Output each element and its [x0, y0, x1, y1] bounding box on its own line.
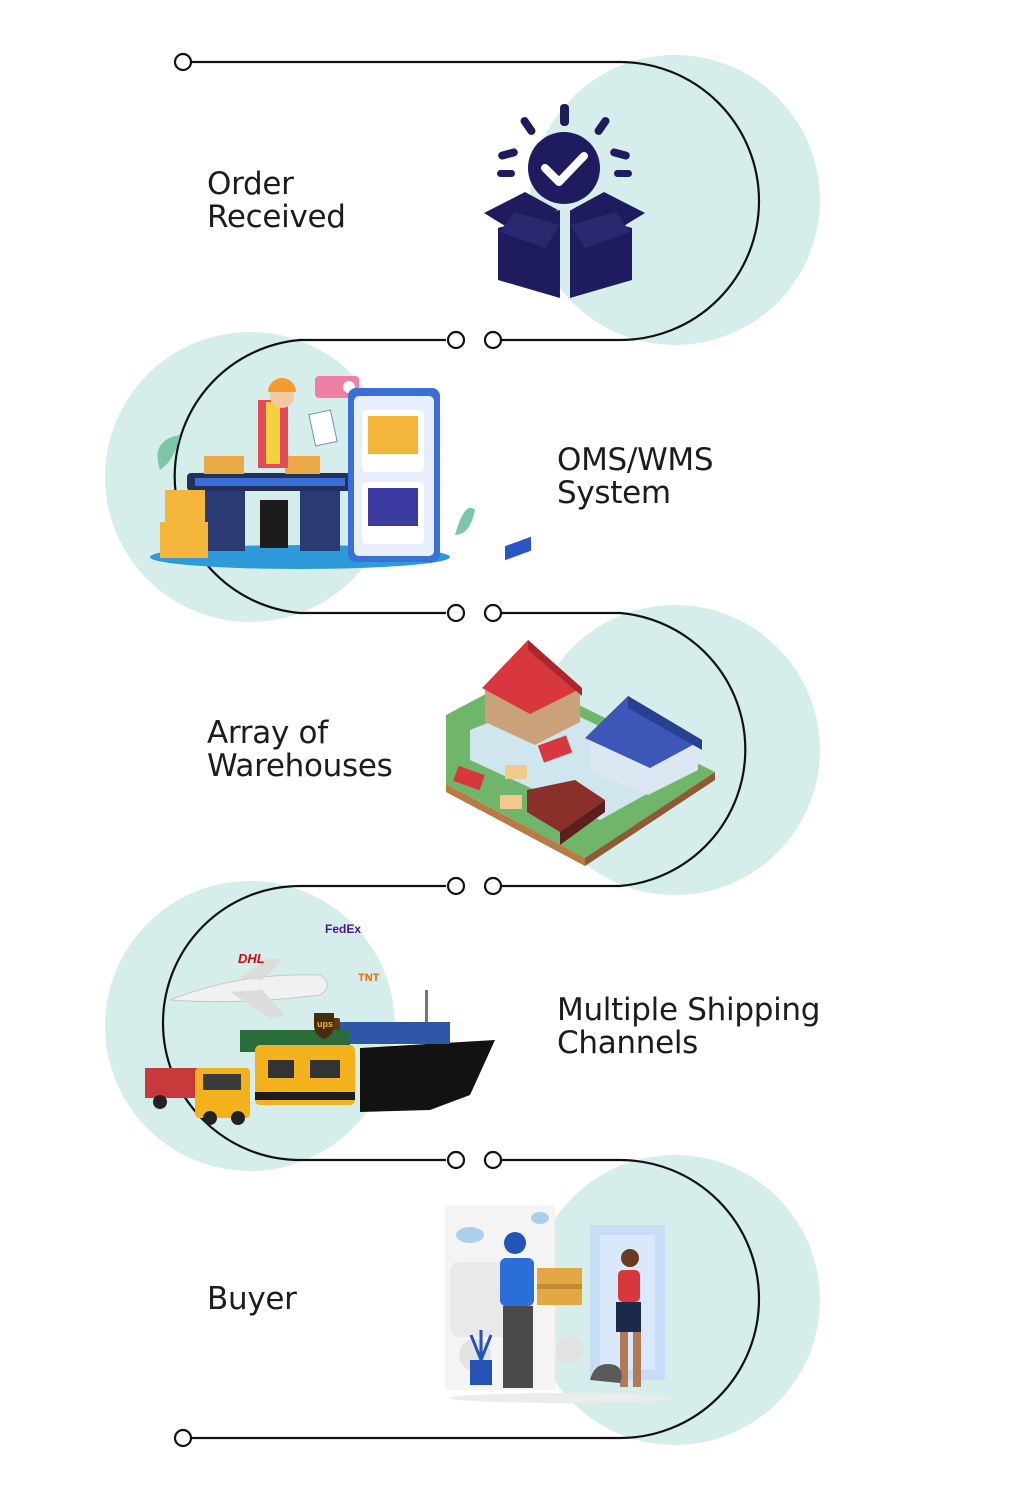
- ups-shield: [314, 1013, 334, 1039]
- step-label-order-received: Order Received: [207, 168, 346, 234]
- connector-lines: [161, 60, 761, 1440]
- courier-delivery-illustration: [445, 1205, 670, 1403]
- connector-4: [161, 884, 446, 1162]
- fedex-logo: FedEx: [325, 922, 361, 936]
- node: [446, 330, 466, 350]
- open-box-checkmark-icon: [484, 104, 645, 298]
- connector-nodes: [173, 52, 503, 1448]
- step-4-line-1: Multiple Shipping: [557, 992, 821, 1028]
- step-5-line-1: Buyer: [207, 1281, 297, 1317]
- node: [483, 1150, 503, 1170]
- step-label-buyer: Buyer: [207, 1283, 297, 1316]
- step-label-shipping: Multiple Shipping Channels: [557, 994, 820, 1060]
- node: [446, 1150, 466, 1170]
- carrier-logos: FedEx DHL TNT ups: [238, 922, 380, 1039]
- step-3-line-1: Array of: [207, 715, 328, 751]
- connector-3: [502, 611, 747, 888]
- node: [446, 876, 466, 896]
- step-2-line-2: System: [557, 475, 671, 511]
- step-2-line-1: OMS/WMS: [557, 442, 714, 478]
- step-label-warehouses: Array of Warehouses: [207, 715, 393, 784]
- node: [446, 603, 466, 623]
- node: [483, 876, 503, 896]
- end-node: [173, 1428, 193, 1448]
- dhl-logo: DHL: [238, 951, 265, 966]
- node: [483, 330, 503, 350]
- ups-logo: ups: [317, 1019, 333, 1029]
- connector-2: [173, 338, 446, 615]
- worker-conveyor-tablet-illustration: [150, 376, 475, 569]
- connector-5: [191, 1158, 761, 1440]
- start-node: [173, 52, 193, 72]
- step-1-line-1: Order: [207, 166, 294, 202]
- step-1-line-2: Received: [207, 199, 346, 235]
- step-3-line-2: Warehouses: [207, 748, 393, 784]
- step-label-oms-wms: OMS/WMS System: [557, 442, 714, 511]
- step-4-line-2: Channels: [557, 1025, 699, 1061]
- connector-1: [191, 60, 761, 342]
- node: [483, 603, 503, 623]
- tnt-logo: TNT: [358, 972, 380, 984]
- isometric-warehouses-illustration: [446, 536, 715, 866]
